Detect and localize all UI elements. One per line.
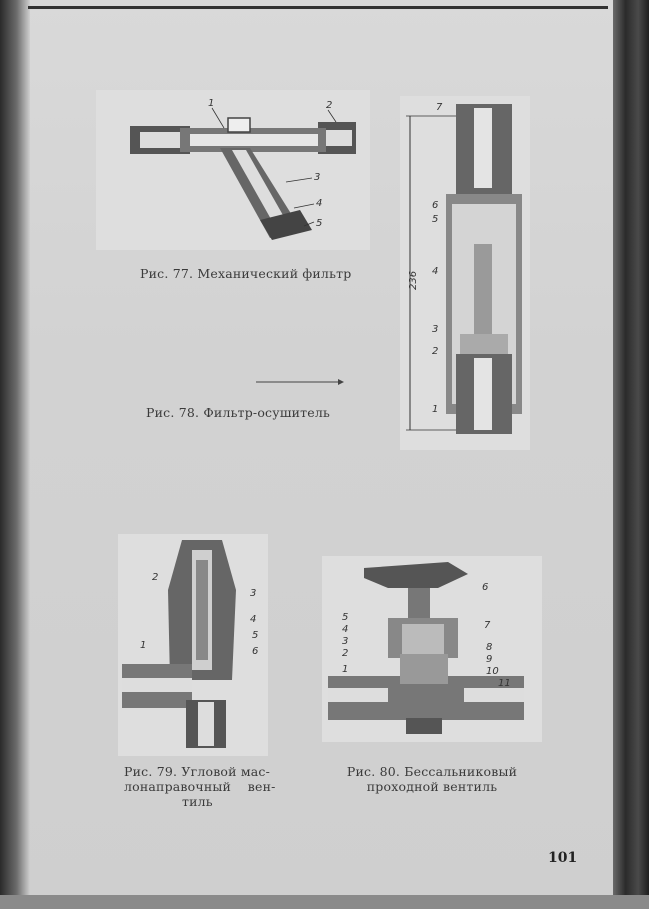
fig78-dimension-value: 236: [408, 271, 419, 290]
fig80-label-4: 4: [342, 624, 348, 635]
fig80-packless-valve-drawing: 6 5 4 3 2 1 7 8 9 10 11: [328, 562, 524, 734]
fig79-spindle: [196, 560, 208, 660]
fig80-label-5: 5: [342, 612, 348, 623]
fig79-caption-line1: Рис. 79. Угловой мас-: [124, 764, 271, 779]
fig77-top-boss: [227, 117, 251, 133]
fig78-filter-dryer-drawing: 236 7 6 5 4 3 2 1: [406, 102, 522, 434]
fig77-leader-3: [285, 177, 313, 183]
page-top-edge: [28, 6, 608, 9]
fig77-mechanical-filter-drawing: 1 2 3 4 5: [130, 98, 356, 240]
fig79-caption-line2: лонаправочный вен-: [124, 779, 276, 794]
fig79-label-1: 1: [140, 640, 146, 651]
fig80-inlet-bore: [328, 688, 388, 702]
fig77-label-2: 2: [326, 100, 332, 111]
fig80-label-6: 6: [482, 582, 488, 593]
fig78-label-6: 6: [432, 200, 438, 211]
fig78-label-7: 7: [436, 102, 443, 113]
fig78-bottom-bore: [474, 358, 492, 430]
fig80-seat: [400, 654, 448, 684]
fig77-leader-4: [293, 203, 315, 209]
page-number: 101: [548, 850, 578, 866]
fig80-caption: Рис. 80. Бессальниковый проходной вентил…: [340, 764, 524, 794]
fig77-caption: Рис. 77. Механический фильтр: [140, 266, 352, 281]
fig79-bottom-bore: [198, 702, 214, 746]
fig80-bellows: [402, 624, 444, 654]
page-bottom-edge: [0, 895, 649, 909]
fig77-label-5: 5: [316, 218, 322, 229]
fig79-label-4: 4: [250, 614, 256, 625]
fig79-caption: Рис. 79. Угловой мас- лонаправочный вен-…: [124, 764, 276, 809]
fig78-label-1: 1: [432, 404, 438, 415]
fig80-label-11: 11: [498, 678, 511, 689]
fig79-angle-valve-drawing: 2 3 4 5 6 1: [122, 540, 258, 748]
fig79-side-bore: [122, 678, 192, 692]
fig79-label-6: 6: [252, 646, 258, 657]
fig79-label-2: 2: [152, 572, 158, 583]
fig78-caption: Рис. 78. Фильтр-осушитель: [146, 405, 331, 420]
page-gutter-left: [0, 0, 30, 909]
fig80-caption-line1: Рис. 80. Бессальниковый: [346, 764, 518, 779]
fig80-stem: [408, 588, 430, 618]
fig77-label-1: 1: [208, 98, 214, 109]
book-spine-right: [613, 0, 649, 909]
fig80-label-1: 1: [342, 664, 348, 675]
fig78-top-bore: [474, 108, 492, 188]
fig77-leader-1: [211, 107, 225, 129]
fig77-label-4: 4: [316, 198, 322, 209]
fig80-label-7: 7: [484, 620, 491, 631]
fig80-label-2: 2: [342, 648, 348, 659]
arrow-icon: [256, 379, 344, 385]
fig79-caption-line3: тиль: [182, 794, 213, 809]
fig78-label-4: 4: [432, 266, 438, 277]
fig77-left-bore: [140, 132, 180, 148]
fig80-label-10: 10: [486, 666, 499, 677]
fig80-label-3: 3: [342, 636, 348, 647]
fig78-packing: [460, 334, 508, 354]
fig77-branch-bore: [232, 150, 288, 228]
fig77-right-bore: [326, 130, 352, 146]
fig80-handwheel: [364, 562, 468, 588]
fig79-label-3: 3: [250, 588, 256, 599]
fig77-label-3: 3: [314, 172, 320, 183]
fig80-label-9: 9: [486, 654, 492, 665]
fig77-cap: [260, 210, 312, 240]
fig78-label-2: 2: [432, 346, 438, 357]
fig79-label-5: 5: [252, 630, 258, 641]
fig77-channel: [190, 134, 318, 146]
fig77-leader-5: [303, 221, 315, 227]
fig80-bottom-plug: [406, 718, 442, 734]
fig80-outlet-bore: [464, 688, 524, 702]
fig77-leader-2: [327, 109, 337, 123]
fig80-label-8: 8: [486, 642, 492, 653]
fig78-label-5: 5: [432, 214, 438, 225]
fig80-caption-line2: проходной вентиль: [366, 779, 498, 794]
fig78-label-3: 3: [432, 324, 438, 335]
